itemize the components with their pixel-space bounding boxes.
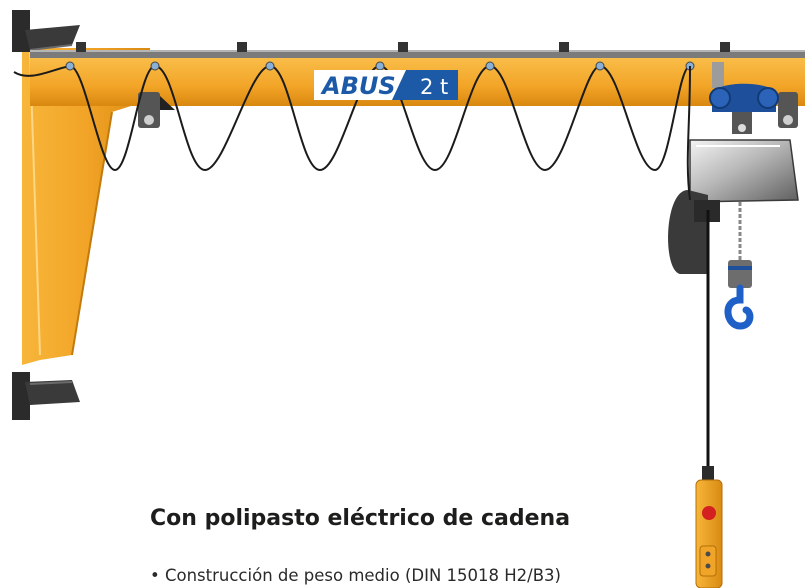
abus-logo: ABUS <box>320 72 396 100</box>
incoming-cable <box>13 65 71 77</box>
chain-hoist <box>668 139 799 274</box>
emergency-stop-icon <box>702 506 716 520</box>
abus-logo-plate: ABUS 2 t <box>314 70 458 100</box>
feature-item: Construcción de peso medio (DIN 15018 H2… <box>150 566 561 585</box>
bottom-wall-bracket <box>12 372 80 420</box>
end-stop-right <box>778 92 798 128</box>
control-pendant <box>695 466 723 588</box>
hoist-feed-cable <box>686 65 691 201</box>
end-stop-left <box>138 92 175 128</box>
rail-clamps <box>76 42 730 52</box>
feature-list: Construcción de peso medio (DIN 15018 H2… <box>150 566 561 585</box>
top-wall-bracket <box>12 10 80 52</box>
product-heading: Con polipasto eléctrico de cadena <box>150 506 571 531</box>
hook-block <box>724 260 754 330</box>
hoist-trolley <box>709 62 779 134</box>
capacity-label: 2 t <box>420 75 448 99</box>
